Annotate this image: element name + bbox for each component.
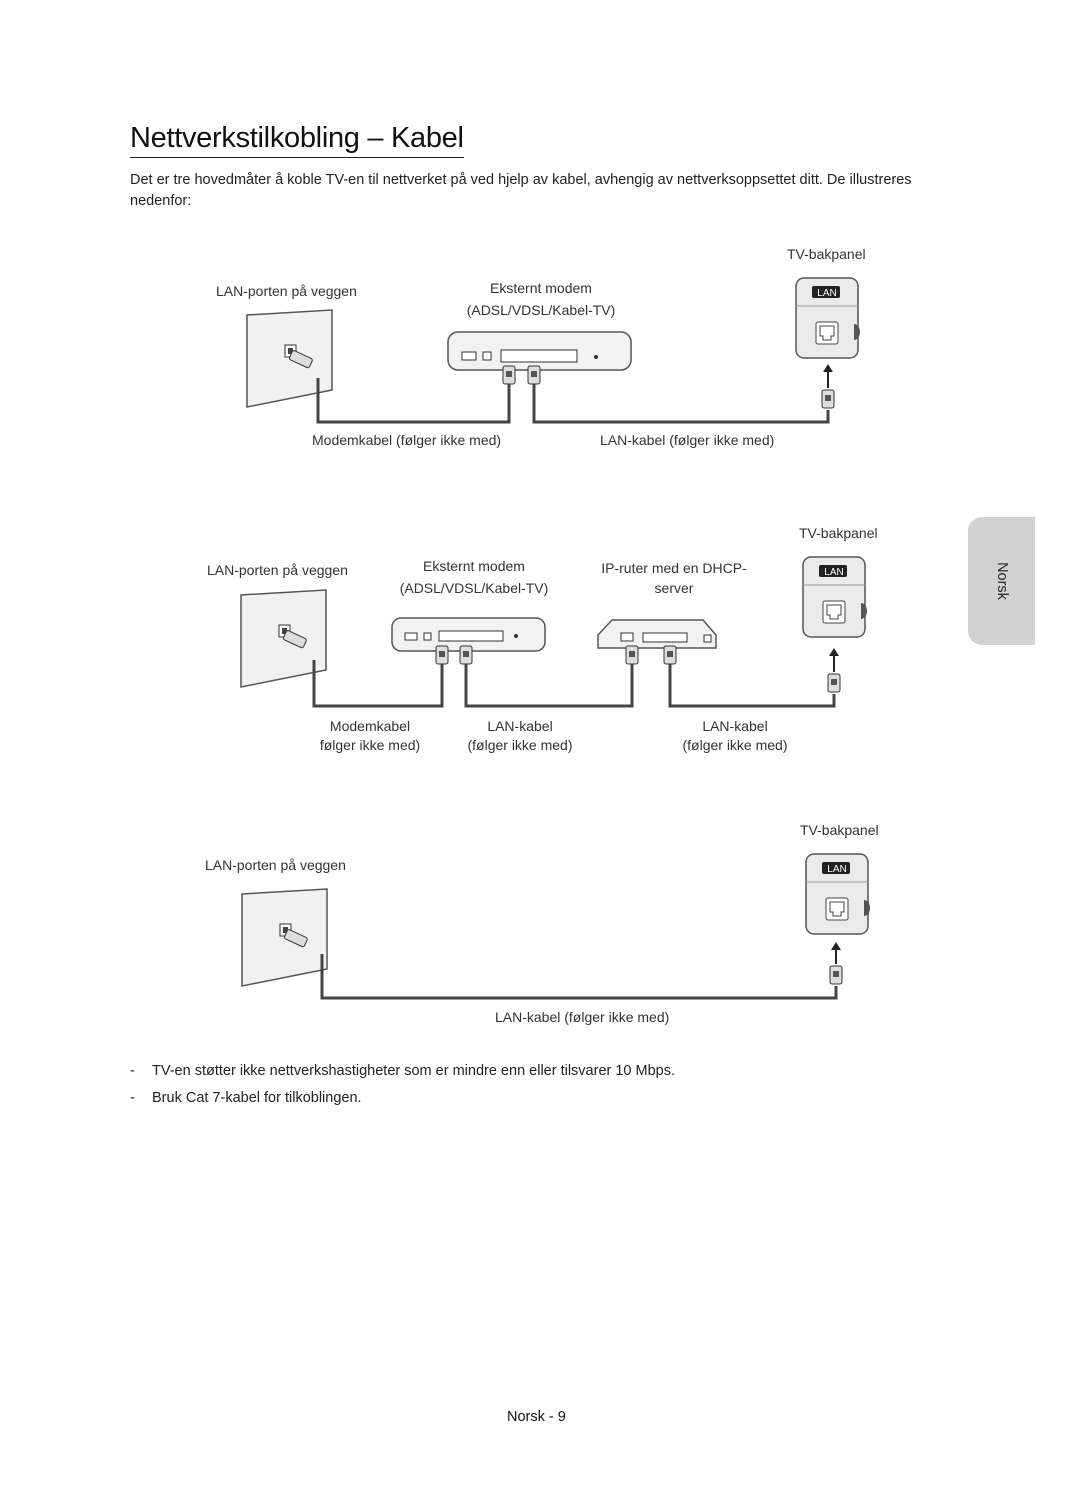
modem-cable-label: Modemkabel (følger ikke med)	[312, 432, 502, 448]
notes-list: - TV-en støtter ikke nettverkshastigheter…	[130, 1063, 675, 1117]
language-side-tab: Norsk	[968, 517, 1035, 645]
lan-cable-label: LAN-kabel	[702, 718, 768, 734]
lan-cable-label: LAN-kabel	[487, 718, 553, 734]
tv-panel-label: TV-bakpanel	[800, 822, 879, 838]
modem-type-label: (ADSL/VDSL/Kabel-TV)	[399, 580, 549, 596]
diagram2-graphic	[240, 556, 868, 708]
bullet-dash: -	[130, 1063, 135, 1079]
modem-cable-label: Modemkabel	[329, 718, 411, 734]
wall-port-label: LAN-porten på veggen	[205, 857, 346, 873]
page-footer: Norsk - 9	[507, 1409, 566, 1425]
note-text: TV-en støtter ikke nettverkshastigheter …	[152, 1063, 676, 1079]
tv-panel-label: TV-bakpanel	[787, 246, 866, 262]
router-label: IP-ruter med en DHCP-	[601, 560, 747, 576]
router-label-line2: server	[654, 580, 694, 596]
list-item: - TV-en støtter ikke nettverkshastigheter…	[130, 1063, 675, 1079]
lan-cable-label-line2: (følger ikke med)	[467, 737, 573, 753]
language-label: Norsk	[993, 562, 1010, 600]
lan-cable-label-line2: (følger ikke med)	[682, 737, 788, 753]
diagram3-graphic	[241, 853, 871, 1000]
page-title: Nettverkstilkobling – Kabel	[130, 122, 464, 158]
bullet-dash: -	[130, 1090, 135, 1106]
modem-cable-label-line2: følger ikke med)	[319, 737, 421, 753]
modem-label: Eksternt modem	[423, 558, 525, 574]
lan-badge: LAN	[824, 567, 844, 578]
modem-label: Eksternt modem	[490, 280, 592, 296]
diagram1-graphic	[246, 277, 861, 424]
tv-panel-label: TV-bakpanel	[799, 525, 878, 541]
lan-badge: LAN	[827, 864, 847, 875]
wall-port-label: LAN-porten på veggen	[207, 562, 348, 578]
wall-port-label: LAN-porten på veggen	[216, 283, 357, 299]
lan-cable-label: LAN-kabel (følger ikke med)	[600, 432, 775, 448]
lan-badge: LAN	[817, 288, 837, 299]
note-text: Bruk Cat 7-kabel for tilkoblingen.	[152, 1090, 362, 1106]
lan-cable-label: LAN-kabel (følger ikke med)	[495, 1009, 670, 1025]
list-item: - Bruk Cat 7-kabel for tilkoblingen.	[130, 1090, 675, 1106]
modem-type-label: (ADSL/VDSL/Kabel-TV)	[466, 302, 616, 318]
intro-text: Det er tre hovedmåter å koble TV-en til …	[130, 172, 912, 209]
